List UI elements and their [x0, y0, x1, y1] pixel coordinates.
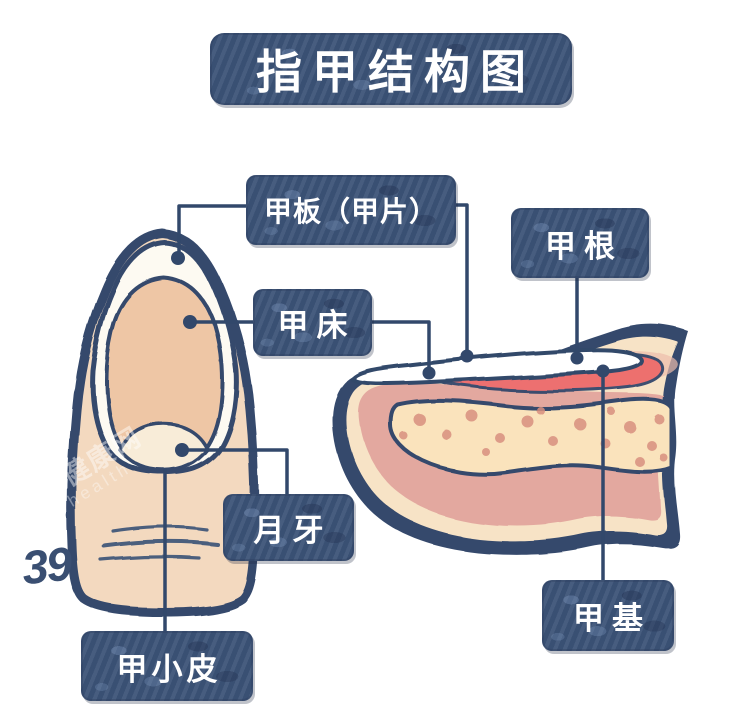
label-nail-root: 甲根 [511, 208, 649, 278]
label-nail-bed: 甲床 [253, 289, 372, 356]
callout-dot-lunula [175, 443, 189, 457]
callout-dot-nail-plate-left [171, 251, 185, 265]
callout-dot-nail-bed-left [183, 315, 197, 329]
knuckle-crease-lines [99, 524, 219, 562]
side-view-cross-section-illustration [332, 324, 688, 555]
watermark-39-logo: 39 [19, 536, 73, 595]
callout-lines [163, 203, 605, 633]
bone-layer-shape [389, 397, 674, 477]
label-lunula: 月牙 [223, 494, 354, 561]
label-cuticle: 甲小皮 [81, 631, 253, 701]
callout-dot-nail-plate-right [460, 349, 474, 363]
callout-line-nail-bed-right [362, 320, 431, 369]
callout-dot-nail-root [570, 351, 584, 365]
label-nail-matrix: 甲基 [542, 580, 674, 651]
callout-line-lunula [180, 448, 289, 496]
callout-line-nail-plate-left [177, 204, 248, 254]
bone-marrow-spots [400, 406, 668, 467]
callout-line-nail-plate-right [454, 203, 469, 352]
callout-dot-nail-matrix [596, 364, 610, 378]
page-title: 指甲结构图 [210, 33, 572, 105]
callout-dots [171, 251, 610, 457]
callout-dot-nail-bed-right [422, 366, 436, 380]
label-nail-plate: 甲板（甲片） [246, 175, 456, 245]
